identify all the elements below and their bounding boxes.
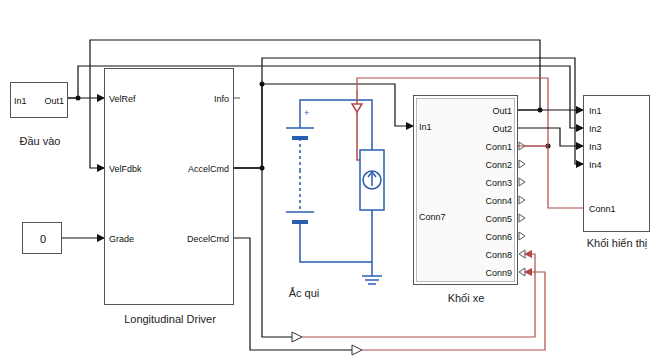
port-label: Conn5	[485, 214, 512, 225]
port-marks	[234, 98, 590, 276]
port-label: Out1	[492, 106, 512, 117]
port-label: In1	[419, 122, 432, 133]
port-label: Conn2	[485, 160, 512, 171]
port-label: In1	[589, 106, 602, 117]
port-label: DecelCmd	[187, 234, 229, 245]
port-label: VelFdbk	[109, 164, 142, 175]
signal-line	[234, 238, 545, 350]
block-name: Longitudinal Driver	[124, 313, 216, 326]
battery-symbol: +	[286, 100, 372, 262]
current-source-symbol	[360, 150, 384, 210]
port-label: VelRef	[109, 94, 136, 105]
port-label: Conn4	[485, 196, 512, 207]
port-label: Conn6	[485, 232, 512, 243]
signal-line	[518, 128, 583, 146]
block: 0	[22, 222, 62, 254]
signal-line	[62, 238, 104, 239]
block: VelRefVelFdbkGradeInfoAccelCmdDecelCmdLo…	[104, 68, 234, 305]
converter-port	[292, 332, 362, 355]
port-label: Conn1	[485, 142, 512, 153]
constant-value: 0	[40, 234, 46, 245]
port-label: Out1	[44, 96, 64, 107]
block: Ắc qui	[282, 90, 390, 305]
block-name: Đầu vào	[20, 135, 61, 148]
block: In1Out1Đầu vào	[10, 82, 68, 118]
port-label: Conn3	[485, 178, 512, 189]
signal-line	[234, 58, 583, 168]
port-label: Info	[214, 94, 229, 105]
signal-line	[518, 110, 583, 111]
port-label: Conn7	[419, 212, 446, 223]
block: In1Conn7 Out1Out2Conn1Conn2Conn3Conn4Conn…	[413, 95, 518, 285]
port-label: In4	[589, 160, 602, 171]
block: In1In2In3In4Conn1Khối hiển thị	[583, 95, 650, 232]
port-label: Conn8	[485, 250, 512, 261]
port-label: In1	[14, 96, 27, 107]
port-label: In3	[589, 142, 602, 153]
signal-line	[234, 84, 413, 168]
port-label: In2	[589, 124, 602, 135]
port-label: Conn1	[589, 204, 616, 215]
port-label: Conn9	[485, 268, 512, 279]
ground-symbol	[362, 262, 382, 284]
signal-line	[518, 146, 583, 208]
block-name: Ắc qui	[289, 287, 320, 300]
signal-port	[352, 90, 362, 160]
port-label: AccelCmd	[188, 164, 229, 175]
block-name: Khối hiển thị	[587, 237, 648, 250]
port-label: Grade	[109, 234, 134, 245]
block-name: Khối xe	[448, 292, 485, 305]
svg-text:+: +	[304, 108, 309, 118]
port-label: Out2	[492, 124, 512, 135]
